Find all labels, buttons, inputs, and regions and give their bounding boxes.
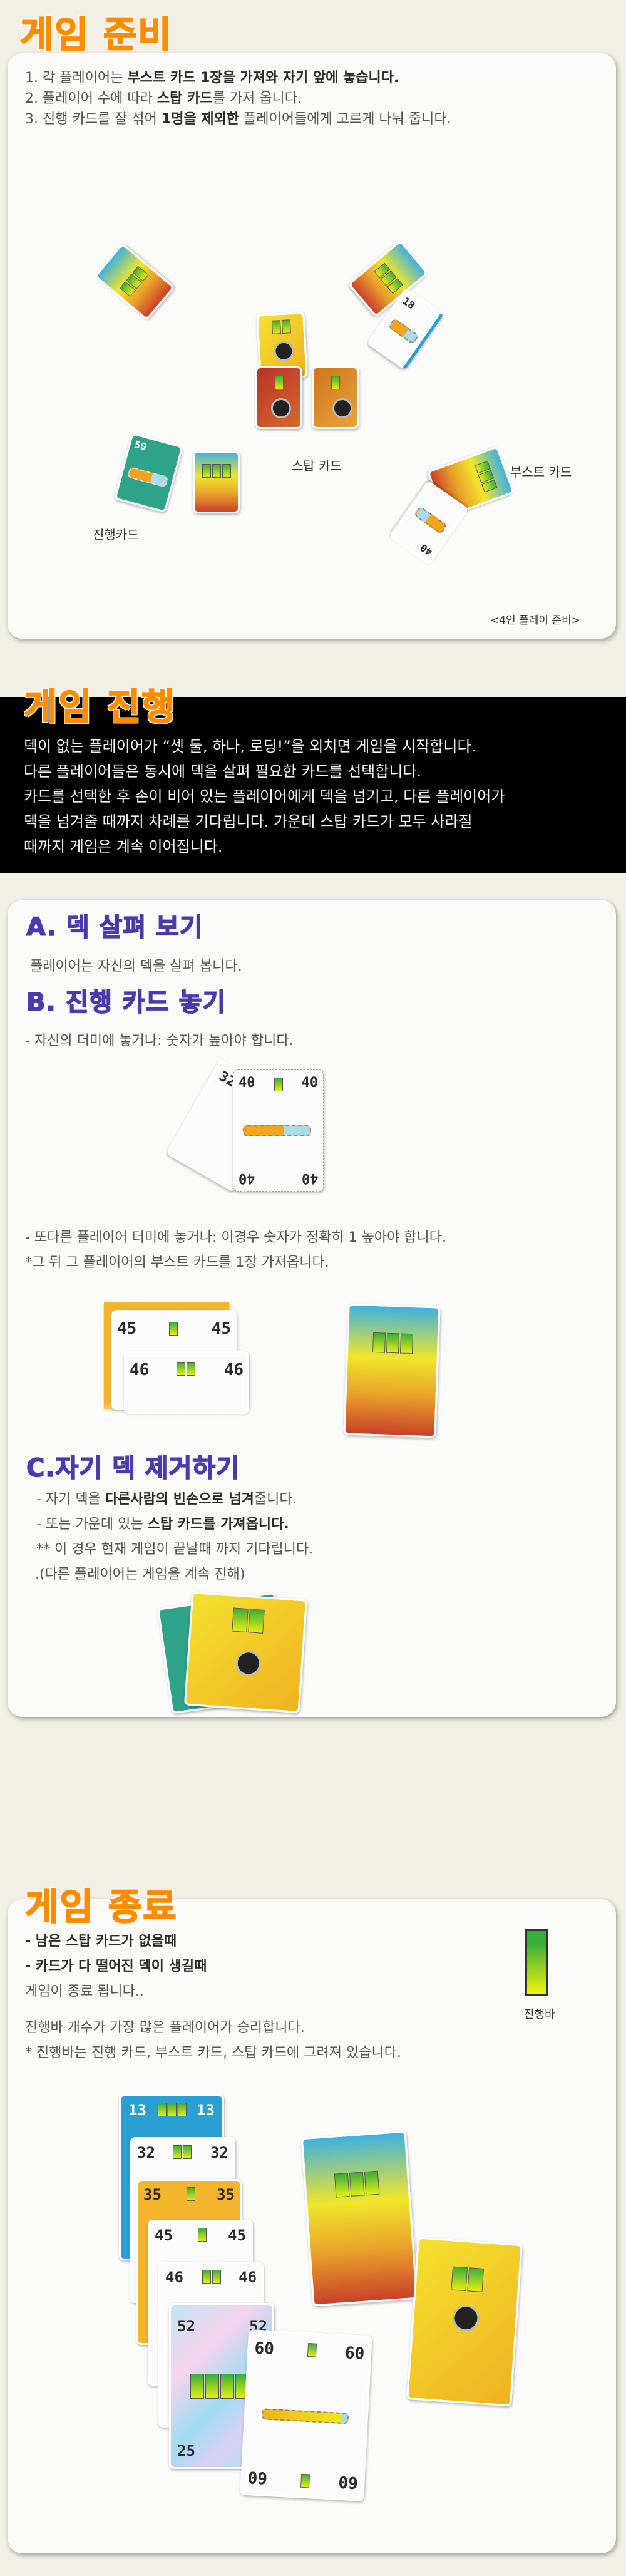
boost-card xyxy=(193,451,240,513)
rule-c-title: C.자기 덱 제거하기 xyxy=(26,1453,240,1483)
stop-card xyxy=(406,2237,523,2407)
text: - 자기 덱을 xyxy=(36,1492,105,1507)
progress-bar xyxy=(243,1125,311,1136)
card-number: 46 xyxy=(130,1361,150,1379)
rule-b-line-2: - 또다른 플레이어 더미에 놓거나: 이경우 숫자가 정확히 1 높아야 합니… xyxy=(25,1230,446,1245)
text: 2. 플레이어 수에 따라 xyxy=(25,91,157,106)
text: 를 가져 옵니다. xyxy=(212,91,302,106)
setup-line-1: 1. 각 플레이어는 부스트 카드 1장을 가져와 자기 앞에 놓습니다. xyxy=(25,66,399,86)
rules-panel xyxy=(8,900,616,1717)
progress-line: 덱을 넘겨줄 때까지 차례를 기다립니다. 가운데 스탑 카드가 모두 사라질 xyxy=(24,813,473,830)
card-number: 60 xyxy=(337,2471,359,2492)
card-number: 45 xyxy=(211,1319,231,1338)
fade-overlay xyxy=(100,1403,263,1421)
card-number: 46 xyxy=(223,1361,244,1379)
card-number: 46 xyxy=(165,2269,183,2286)
end-line-3: 게임이 종료 됩니다.. xyxy=(25,1984,144,1999)
bold-text: 스탑 카드를 가져옵니다. xyxy=(147,1517,289,1532)
end-condition-2: - 카드가 다 떨어진 덱이 생길때 xyxy=(25,1959,207,1974)
text: 플레이어들에게 고르게 나눠 줍니다. xyxy=(239,111,451,127)
boost-card xyxy=(300,2130,418,2307)
card-number: 40 xyxy=(301,1075,319,1091)
boost-card xyxy=(343,1303,441,1438)
text: - 또는 가운데 있는 xyxy=(36,1517,148,1532)
end-line-4: 진행바 개수가 가장 많은 플레이어가 승리합니다. xyxy=(25,2020,305,2036)
end-condition-1: - 남은 스탑 카드가 없을때 xyxy=(25,1934,177,1949)
setup-title: 게임 준비 xyxy=(19,13,173,56)
rule-a-title: A. 덱 살펴 보기 xyxy=(26,912,203,942)
rule-c-line-4: .(다른 플레이어는 게임을 계속 진해) xyxy=(35,1567,245,1582)
card-number: 60 xyxy=(254,2339,275,2359)
setup-line-3: 3. 진행 카드를 잘 섞어 1명을 제외한 플레이어들에게 고르게 나눠 줍니… xyxy=(25,108,451,128)
card-number: 45 xyxy=(228,2227,246,2244)
text: 1. 각 플레이어는 xyxy=(25,70,128,86)
rule-b-title: B. 진행 카드 놓기 xyxy=(26,987,227,1018)
card-number: 40 xyxy=(418,541,435,559)
card-number: 18 xyxy=(400,294,418,312)
card-number: 35 xyxy=(217,2186,235,2203)
card-number: 13 xyxy=(128,2101,146,2119)
card-number: 60 xyxy=(344,2344,366,2364)
progress-band xyxy=(0,697,626,873)
rule-c-line-3: ** 이 경우 현재 게임이 끝날때 까지 기다립니다. xyxy=(36,1542,314,1557)
card-number: 52 xyxy=(177,2317,195,2335)
progress-card-label: 진행카드 xyxy=(93,527,139,542)
stop-card xyxy=(255,366,302,429)
card-number: 25 xyxy=(177,2442,195,2460)
card-number: 45 xyxy=(155,2227,173,2244)
rule-a-text: 플레이어는 자신의 덱을 살펴 봅니다. xyxy=(30,959,242,974)
rule-b-line-1: - 자신의 더미에 놓거나: 숫자가 높아야 합니다. xyxy=(25,1033,294,1049)
progress-line: 다른 플레이어들은 동시에 덱을 살펴 필요한 카드를 선택합니다. xyxy=(24,763,422,780)
bold-text: 1명을 제외한 xyxy=(161,111,240,127)
card-number: 46 xyxy=(239,2269,257,2286)
bold-text: 스탑 카드 xyxy=(156,91,213,106)
progress-card: 40 40 40 40 xyxy=(233,1069,324,1192)
progress-bar-label: 진행바 xyxy=(524,2008,555,2021)
card-number: 40 xyxy=(239,1075,255,1091)
bold-text: 다른사람의 빈손으로 넘겨 xyxy=(105,1492,254,1507)
setup-line-2: 2. 플레이어 수에 따라 스탑 카드를 가져 옵니다. xyxy=(25,87,302,107)
card-number: 35 xyxy=(143,2186,162,2203)
card-number: 60 xyxy=(247,2467,268,2487)
progress-line: 카드를 선택한 후 손이 비어 있는 플레이어에게 덱을 넘기고, 다른 플레이… xyxy=(24,788,505,805)
progress-bar-icon xyxy=(525,1929,548,1996)
stop-card-label: 스탑 카드 xyxy=(292,458,342,473)
text: 3. 진행 카드를 잘 섞어 xyxy=(25,111,162,127)
rule-c-line-2: - 또는 가운데 있는 스탑 카드를 가져옵니다. xyxy=(36,1513,289,1533)
end-title: 게임 종료 xyxy=(24,1885,178,1929)
progress-title: 게임 진행 xyxy=(23,685,177,729)
progress-card: 60 60 60 60 xyxy=(240,2329,372,2501)
progress-line: 때까지 게임은 계속 이어집니다. xyxy=(24,838,223,855)
card-number: 32 xyxy=(210,2144,228,2161)
card-number: 32 xyxy=(137,2144,155,2161)
rule-c-line-1: - 자기 덱을 다른사람의 빈손으로 넘겨줍니다. xyxy=(36,1488,297,1508)
boost-card-label: 부스트 카드 xyxy=(510,465,572,480)
setup-caption: <4인 플레이 준비> xyxy=(490,614,580,627)
card-number: 40 xyxy=(239,1170,255,1186)
text: 줍니다. xyxy=(254,1492,297,1507)
card-number: 45 xyxy=(117,1319,137,1338)
card-number: 40 xyxy=(301,1170,319,1186)
stop-card xyxy=(183,1591,308,1714)
stop-card xyxy=(312,366,359,429)
progress-bar xyxy=(261,2408,349,2424)
progress-line: 덱이 없는 플레이어가 “셋 둘, 하나, 로딩!”을 외치면 게임을 시작합니… xyxy=(24,738,476,755)
rule-b-line-3: *그 뒤 그 플레이어의 부스트 카드를 1장 가져옵니다. xyxy=(25,1255,329,1270)
end-line-5: * 진행바는 진행 카드, 부스트 카드, 스탑 카드에 그려져 있습니다. xyxy=(25,2045,401,2061)
card-number: 50 xyxy=(133,438,148,453)
bold-text: 부스트 카드 1장을 가져와 자기 앞에 놓습니다. xyxy=(127,70,399,86)
setup-panel xyxy=(8,53,616,639)
card-number: 13 xyxy=(197,2101,215,2119)
